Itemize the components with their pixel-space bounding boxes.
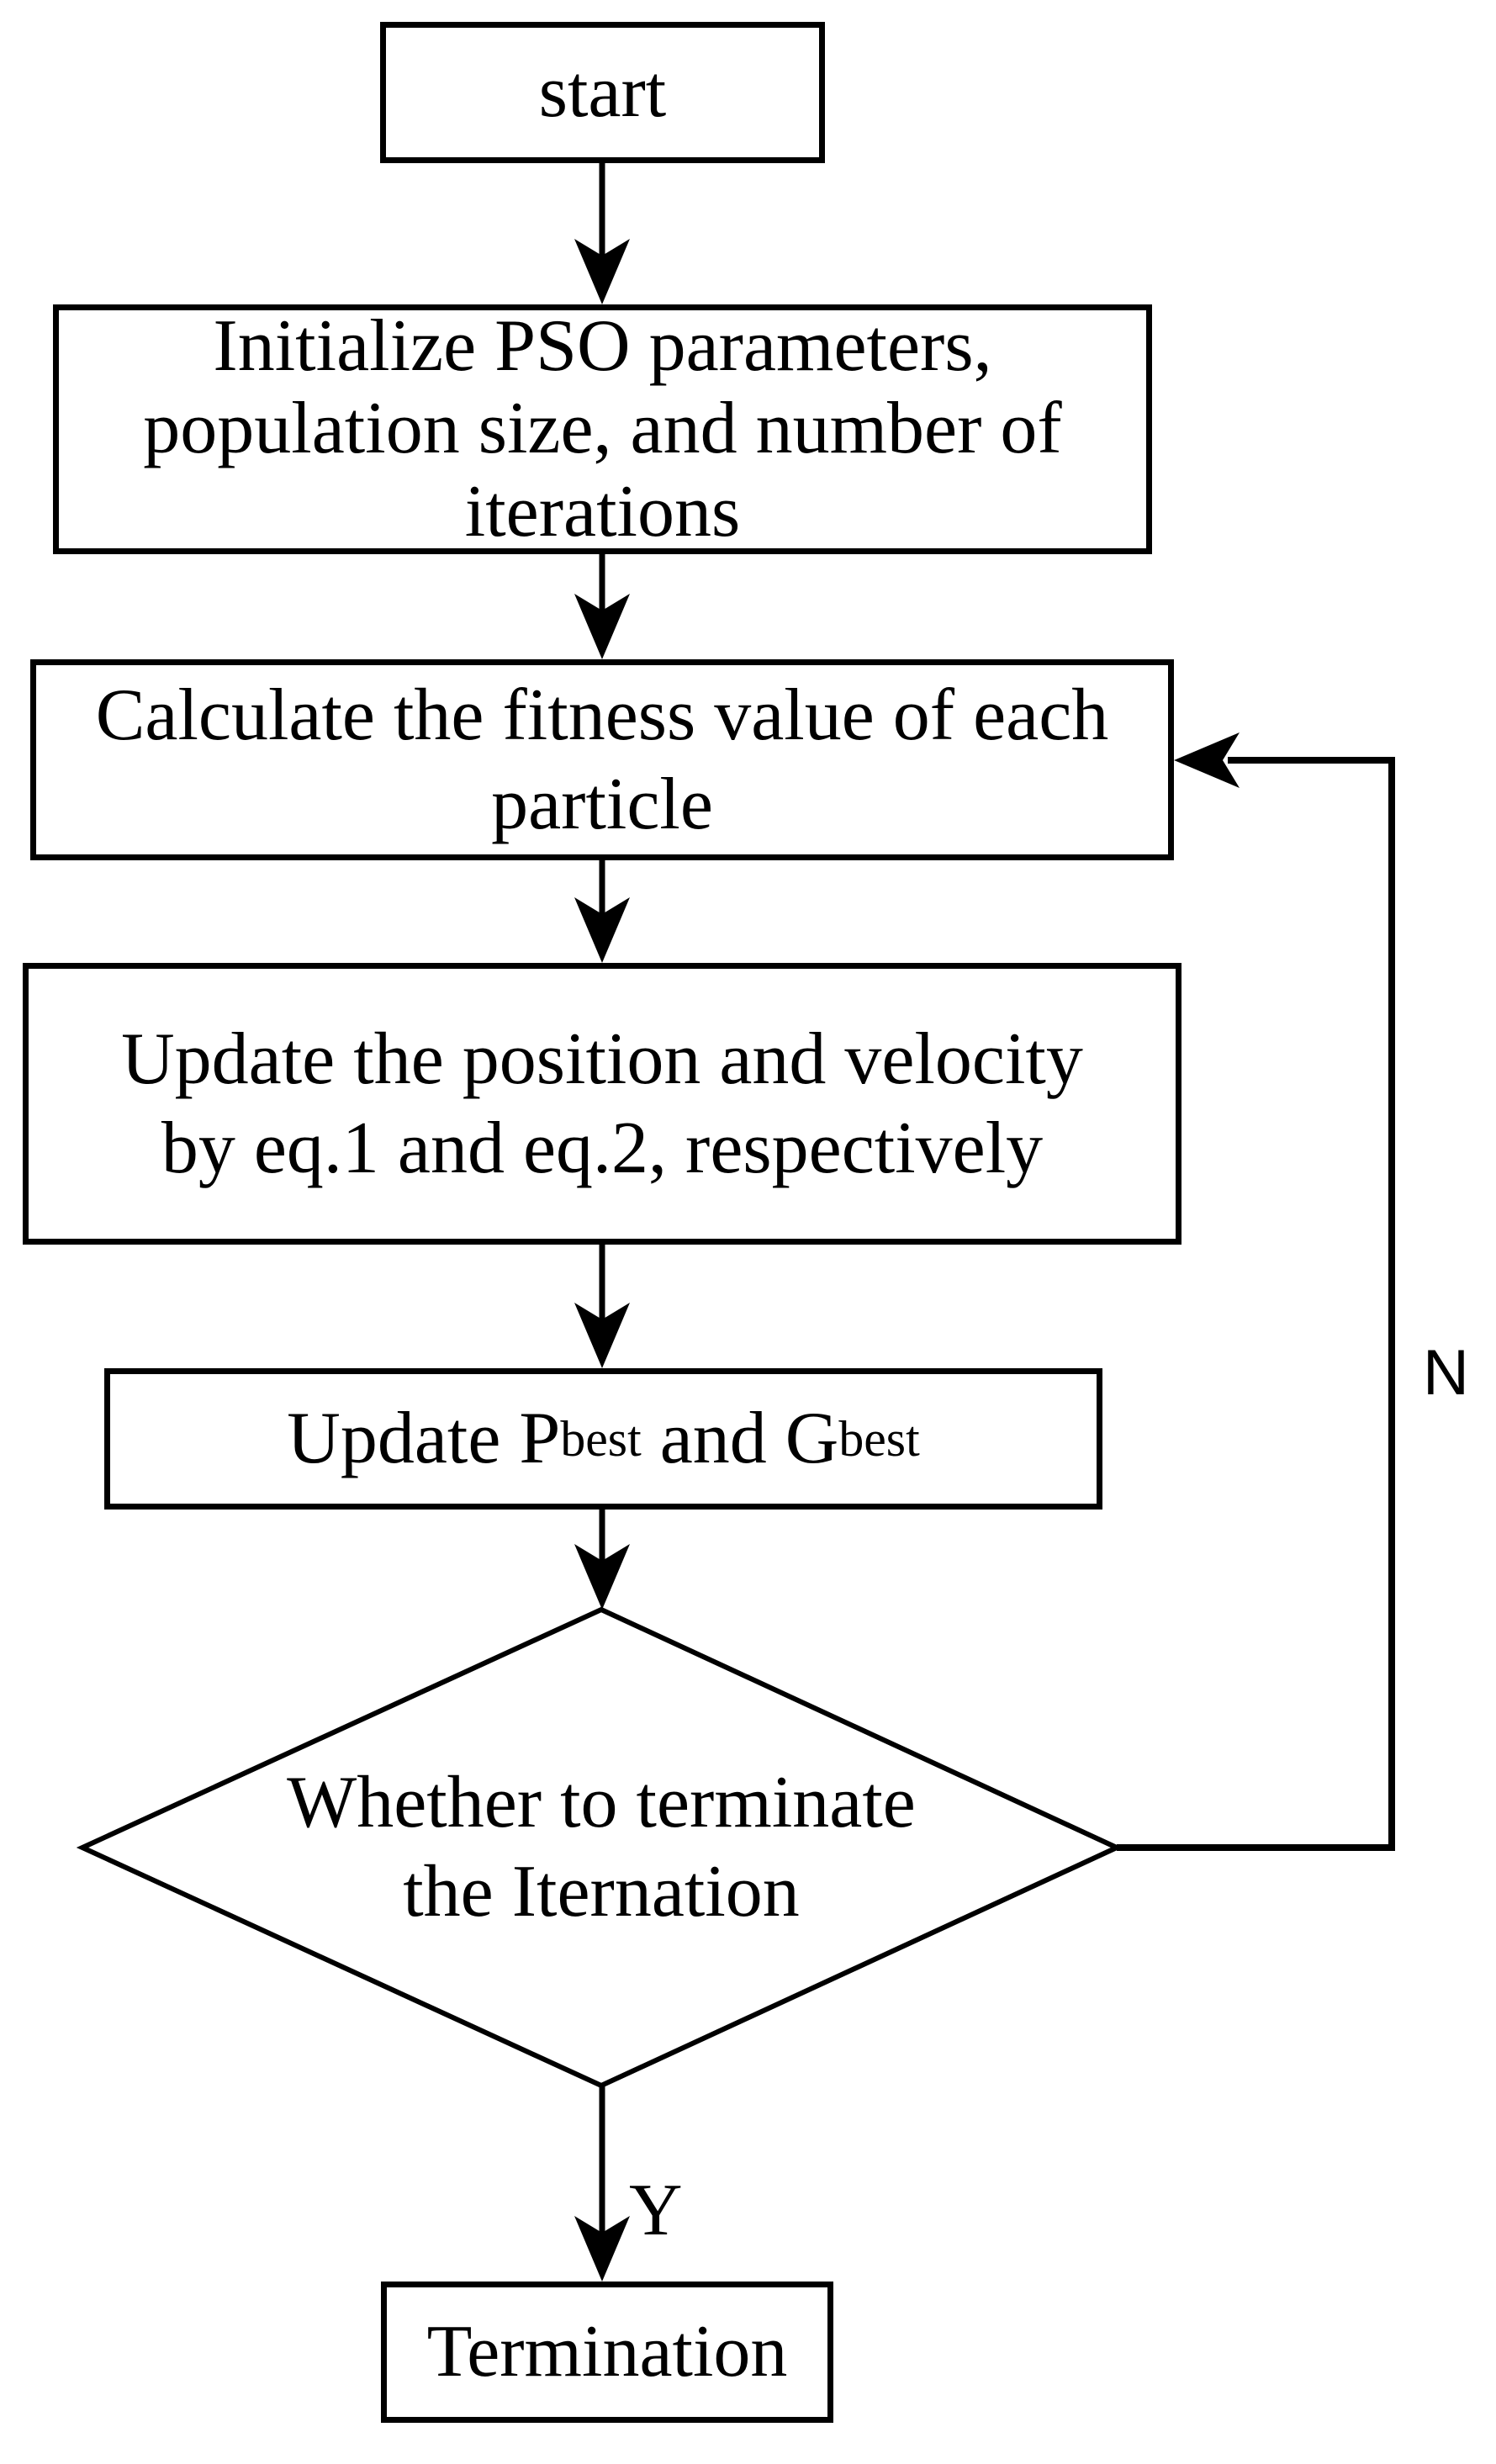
node-calculate-line-1: Calculate the fitness value of each <box>95 674 1109 756</box>
decision-line-2: the Iternation <box>403 1851 800 1933</box>
arrowhead-loop-into-calculate <box>1174 732 1240 788</box>
update-best-middle: and G <box>641 1398 839 1480</box>
node-update-position-velocity: Update the position and velocity by eq.1… <box>23 963 1181 1245</box>
loop-line-no-branch <box>1117 757 1395 1851</box>
branch-label-no: N <box>1423 1337 1469 1409</box>
node-calculate-fitness: Calculate the fitness value of each part… <box>30 659 1174 860</box>
branch-label-yes: Y <box>629 2170 683 2251</box>
arrowhead-into-decision <box>574 1544 630 1610</box>
arrowhead-into-calculate <box>574 594 630 659</box>
node-termination: Termination <box>381 2282 833 2423</box>
update-best-prefix: Update P <box>287 1398 561 1480</box>
node-initialize-parameters: Initialize PSO parameters, population si… <box>53 304 1152 554</box>
decision-terminate-label: Whether to terminate the Iternation <box>181 1713 1022 1982</box>
node-initialize-line-2: population size, and number of <box>143 388 1062 470</box>
arrowhead-into-update <box>574 897 630 963</box>
node-update-line-1: Update the position and velocity <box>121 1018 1083 1100</box>
arrowhead-into-best <box>574 1303 630 1368</box>
node-initialize-line-1: Initialize PSO parameters, <box>213 304 992 387</box>
node-start-label: start <box>538 51 667 134</box>
node-initialize-line-3: iterations <box>464 470 741 553</box>
node-termination-label: Termination <box>426 2311 788 2393</box>
node-calculate-line-2: particle <box>491 763 713 845</box>
arrowhead-into-initialize <box>574 239 630 304</box>
node-update-line-2: by eq.1 and eq.2, respectively <box>161 1107 1044 1189</box>
arrowhead-into-termination <box>574 2216 630 2282</box>
decision-line-1: Whether to terminate <box>287 1762 916 1844</box>
node-start: start <box>380 22 825 163</box>
